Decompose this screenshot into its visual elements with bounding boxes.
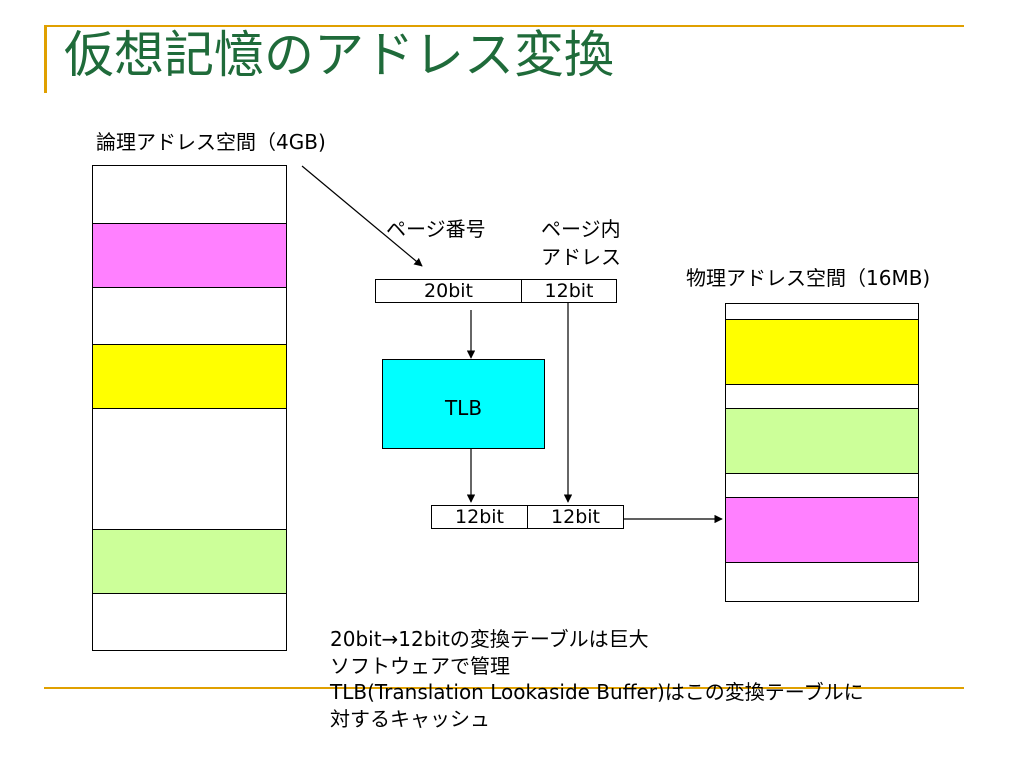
page-number-label: ページ番号 (386, 217, 486, 241)
logical-page-magenta (92, 223, 287, 288)
physical-address-space (725, 303, 919, 602)
note-line-1: 20bit→12bitの変換テーブルは巨大 (330, 627, 649, 651)
explanation-notes: 20bit→12bitの変換テーブルは巨大 ソフトウェアで管理 TLB(Tran… (330, 626, 864, 732)
logical-space-label: 論理アドレス空間（4GB) (96, 130, 326, 154)
left-accent-line (44, 25, 47, 93)
page-offset-label-line1: ページ内 (541, 217, 621, 241)
logical-page-yellow (92, 344, 287, 409)
note-line-3: TLB(Translation Lookaside Buffer)はこの変換テー… (330, 680, 864, 704)
top-accent-line (44, 25, 964, 27)
note-line-4: 対するキャッシュ (330, 706, 490, 731)
tlb-label: TLB (444, 396, 483, 420)
physical-frame-magenta (725, 497, 919, 563)
arrow-logical-to-page-number (301, 165, 423, 267)
physical-space-label: 物理アドレス空間（16MB) (686, 266, 931, 290)
tlb-box: TLB (382, 359, 545, 449)
logical-address-space (92, 165, 287, 651)
virtual-page-number-field: 20bit (375, 279, 522, 303)
physical-frame-yellow (725, 319, 919, 385)
note-line-2: ソフトウェアで管理 (330, 653, 510, 678)
page-offset-label-line2: アドレス (541, 245, 621, 269)
page-title: 仮想記憶のアドレス変換 (64, 26, 614, 84)
virtual-offset-field: 12bit (521, 279, 617, 303)
physical-offset-field: 12bit (527, 505, 624, 529)
bottom-accent-line (44, 687, 964, 689)
physical-frame-number-field: 12bit (431, 505, 528, 529)
physical-frame-green (725, 408, 919, 474)
logical-page-green (92, 529, 287, 594)
